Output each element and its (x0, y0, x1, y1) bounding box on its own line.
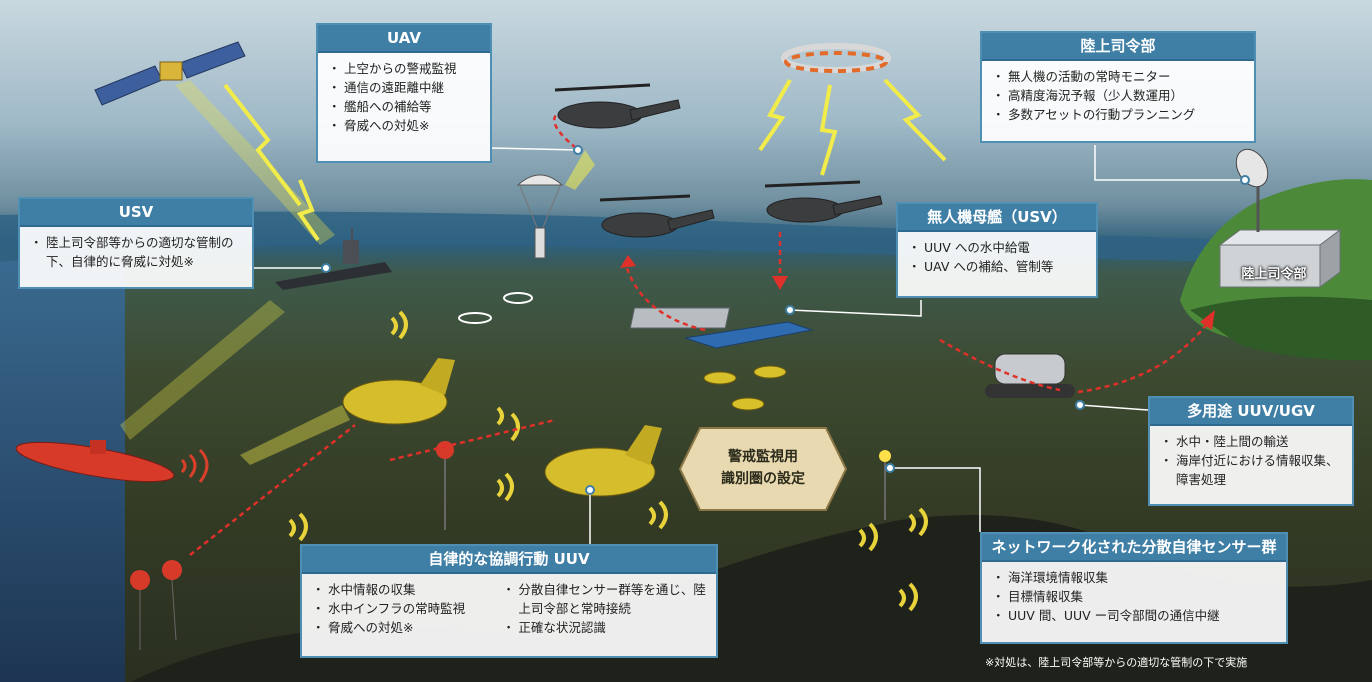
land-hq-box: 陸上司令部 無人機の活動の常時モニター 高精度海況予報（少人数運用） 多数アセッ… (980, 31, 1256, 143)
list-item: 海岸付近における情報収集、障害処理 (1160, 451, 1342, 489)
satellite-icon (94, 41, 246, 106)
list-item: 高精度海況予報（少人数運用） (992, 86, 1244, 105)
communication-ring-icon (781, 43, 891, 73)
mothership-list: UUV への水中給電 UAV への補給、管制等 (898, 232, 1096, 282)
uav-list: 上空からの警戒監視 通信の遠距離中継 艦船への補給等 脅威への対処※ (318, 53, 490, 141)
land-hq-list: 無人機の活動の常時モニター 高精度海況予報（少人数運用） 多数アセットの行動プラ… (982, 61, 1254, 130)
list-item: 艦船への補給等 (328, 97, 480, 116)
signal-bolt (758, 79, 792, 152)
coop-uuv-list-left: 水中情報の収集 水中インフラの常時監視 脅威への対処※ (302, 574, 492, 643)
list-item: 水中インフラの常時監視 (312, 599, 482, 618)
multi-uuv-title: 多用途 UUV/UGV (1150, 398, 1352, 426)
list-item: 分散自律センサー群等を通じ、陸上司令部と常時接続 (502, 580, 706, 618)
sensor-buoy-icon (130, 441, 891, 650)
usv-box: USV 陸上司令部等からの適切な管制の下、自律的に脅威に対処※ (18, 197, 254, 289)
large-uuv-icon (544, 425, 662, 497)
list-item: UUV 間、UUV ー司令部間の通信中継 (992, 606, 1276, 625)
usv-list: 陸上司令部等からの適切な管制の下、自律的に脅威に対処※ (20, 227, 252, 277)
signal-bolt (883, 78, 947, 162)
helicopter-uav-icon (764, 180, 883, 223)
zone-hexagon (678, 427, 848, 511)
list-item: 脅威への対処※ (312, 618, 482, 637)
list-item: 水中・陸上間の輸送 (1160, 432, 1342, 451)
list-item: 上空からの警戒監視 (328, 59, 480, 78)
mothership-box: 無人機母艦（USV） UUV への水中給電 UAV への補給、管制等 (896, 202, 1098, 298)
zone-setting-label: 警戒監視用 識別圏の設定 (680, 446, 846, 490)
multi-uuv-list: 水中・陸上間の輸送 海岸付近における情報収集、障害処理 (1150, 426, 1352, 495)
list-item: UUV への水中給電 (908, 238, 1086, 257)
mothership-usv-icon (629, 307, 814, 349)
signal-bolt (819, 84, 838, 176)
route-arrowhead (772, 276, 788, 290)
land-hq-title: 陸上司令部 (982, 33, 1254, 61)
list-item: 海洋環境情報収集 (992, 568, 1276, 587)
submarine-icon (15, 440, 175, 483)
coop-uuv-box: 自律的な協調行動 UUV 水中情報の収集 水中インフラの常時監視 脅威への対処※… (300, 544, 718, 658)
list-item: 陸上司令部等からの適切な管制の下、自律的に脅威に対処※ (30, 233, 242, 271)
list-item: 無人機の活動の常時モニター (992, 67, 1244, 86)
leader-dot (321, 145, 1250, 495)
sensors-box: ネットワーク化された分散自律センサー群 海洋環境情報収集 目標情報収集 UUV … (980, 532, 1288, 644)
route-arrowhead (620, 255, 636, 268)
list-item: 多数アセットの行動プランニング (992, 105, 1244, 124)
list-item: 通信の遠距離中継 (328, 78, 480, 97)
multi-uuv-box: 多用途 UUV/UGV 水中・陸上間の輸送 海岸付近における情報収集、障害処理 (1148, 396, 1354, 506)
helicopter-uav-icon (554, 83, 681, 129)
sonar-wave-icon (180, 448, 209, 483)
parachute-drop-icon (516, 174, 564, 259)
usv-ship-icon (275, 228, 392, 290)
zone-line1: 警戒監視用 (728, 449, 798, 465)
small-uuv-icon (703, 365, 787, 411)
route-arrowhead (1200, 310, 1215, 330)
small-drone-icon (458, 292, 533, 324)
footnote: ※対処は、陸上司令部等からの適切な管制の下で実施 (985, 656, 1248, 669)
sensors-list: 海洋環境情報収集 目標情報収集 UUV 間、UUV ー司令部間の通信中継 (982, 562, 1286, 631)
coop-uuv-list-right: 分散自律センサー群等を通じ、陸上司令部と常時接続 正確な状況認識 (492, 574, 716, 643)
uav-box: UAV 上空からの警戒監視 通信の遠距離中継 艦船への補給等 脅威への対処※ (316, 23, 492, 163)
uav-title: UAV (318, 25, 490, 53)
building-label: 陸上司令部 (1241, 267, 1307, 282)
helicopter-uav-icon (599, 194, 715, 238)
coop-uuv-title: 自律的な協調行動 UUV (302, 546, 716, 574)
list-item: 目標情報収集 (992, 587, 1276, 606)
list-item: UAV への補給、管制等 (908, 257, 1086, 276)
command-building-icon (1218, 229, 1342, 288)
multi-uuv-ugv-icon (985, 353, 1075, 398)
large-uuv-icon (240, 358, 455, 465)
coop-uuv-columns: 水中情報の収集 水中インフラの常時監視 脅威への対処※ 分散自律センサー群等を通… (302, 574, 716, 643)
usv-title: USV (20, 199, 252, 227)
signal-bolt (296, 179, 320, 242)
sensors-title: ネットワーク化された分散自律センサー群 (982, 534, 1286, 562)
zone-line2: 識別圏の設定 (721, 471, 805, 487)
list-item: 正確な状況認識 (502, 618, 706, 637)
list-item: 脅威への対処※ (328, 116, 480, 135)
mothership-title: 無人機母艦（USV） (898, 204, 1096, 232)
leader-line (250, 145, 1245, 545)
sonar-wave-icon (288, 310, 928, 612)
deep-sea-area (0, 260, 125, 682)
list-item: 水中情報の収集 (312, 580, 482, 599)
route-arrow (189, 114, 1211, 556)
